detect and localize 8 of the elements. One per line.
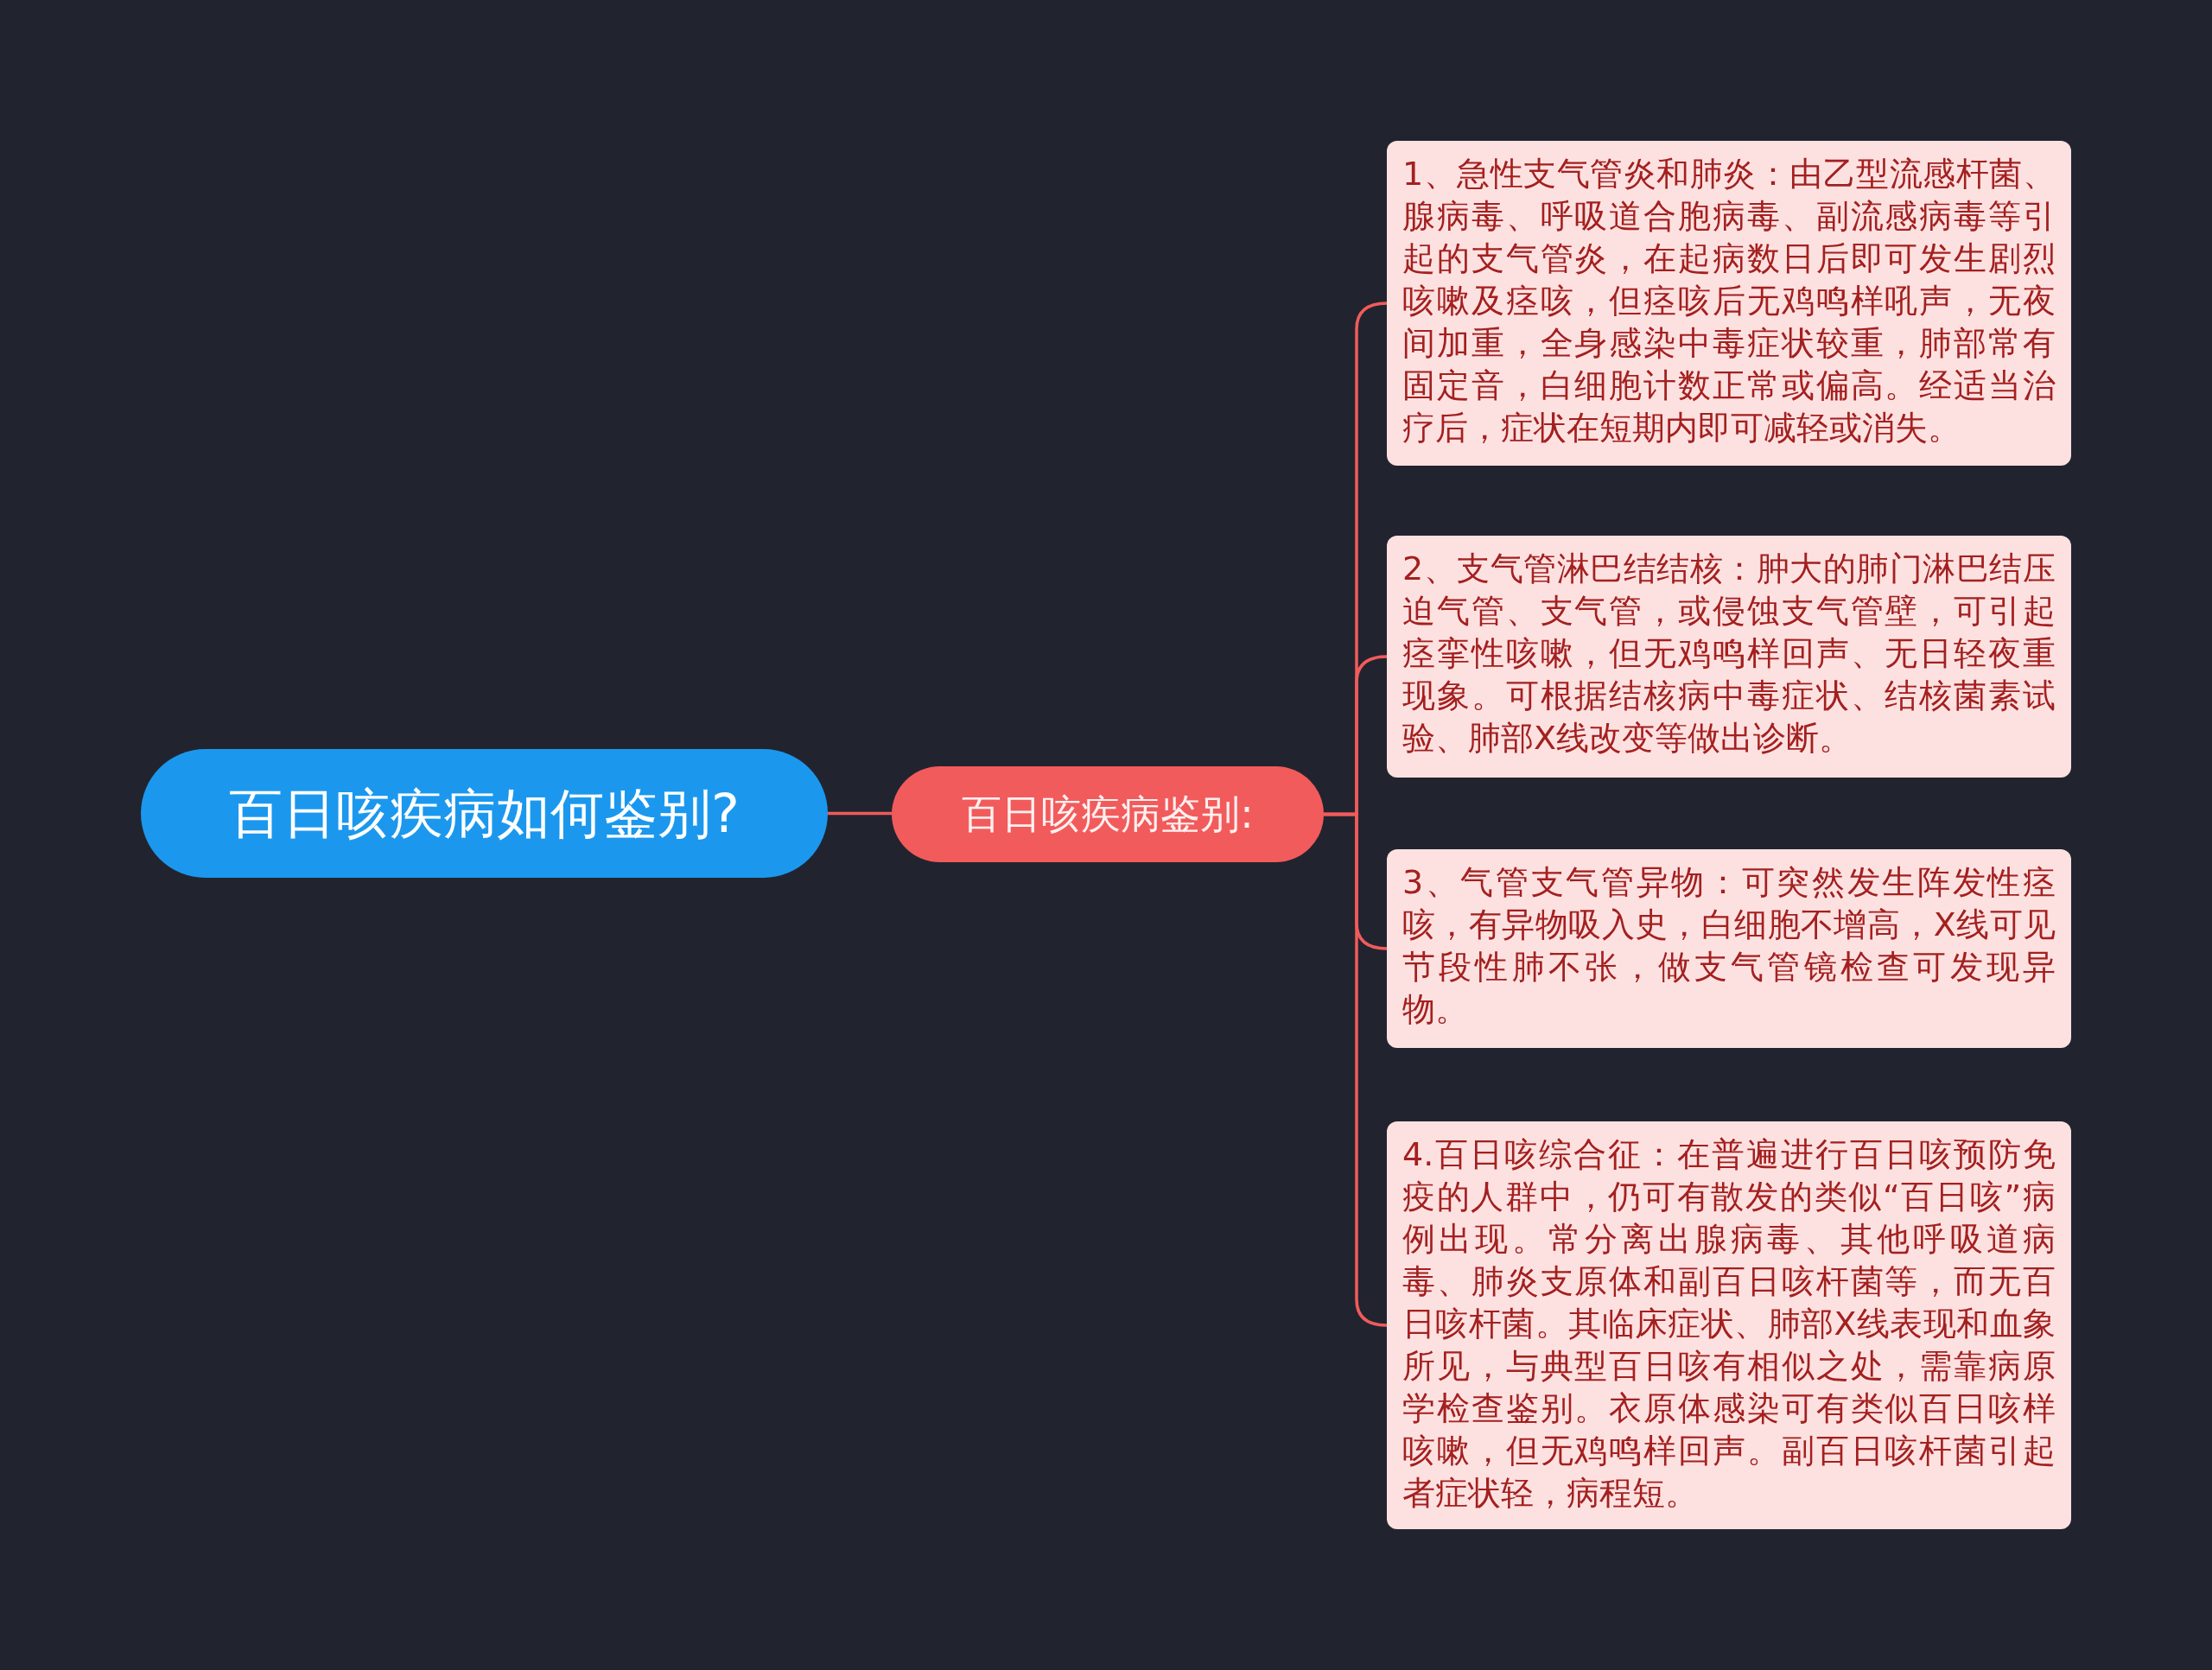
detail-box: 3、气管支气管异物：可突然发生阵发性痉咳，有异物吸入史，白细胞不增高，X线可见节段性肺不张，做支气管镜检查可发现异物。 <box>1387 849 2071 1048</box>
detail-box: 4.百日咳综合征：在普遍进行百日咳预防免疫的人群中，仍可有散发的类似“百日咳”病例出现。常分离出腺病毒、其他呼吸道病毒、肺炎支原体和副百日咳杆菌等，而无百日咳杆菌。其临床症状、肺部X线表现和血象所见，与典型百日咳有相似之处，需靠病原学检查鉴别。衣原体感染可有类似百日咳样咳嗽，但无鸡鸣样回声。副百日咳杆菌引起者症状轻，病程短。 <box>1387 1121 2071 1529</box>
detail-box: 2、支气管淋巴结结核：肿大的肺门淋巴结压迫气管、支气管，或侵蚀支气管壁，可引起痉挛性咳嗽，但无鸡鸣样回声、无日轻夜重现象。可根据结核病中毒症状、结核菌素试验、肺部X线改变等做出诊断。 <box>1387 536 2071 778</box>
branch-topic: 百日咳疾病鉴别: <box>892 766 1324 862</box>
connector-line <box>1324 812 1388 1327</box>
detail-box: 1、急性支气管炎和肺炎：由乙型流感杆菌、腺病毒、呼吸道合胞病毒、副流感病毒等引起的支气管炎，在起病数日后即可发生剧烈咳嗽及痉咳，但痉咳后无鸡鸣样吼声，无夜间加重，全身感染中毒症状较重，肺部常有固定音，白细胞计数正常或偏高。经适当治疗后，症状在短期内即可减轻或消失。 <box>1387 141 2071 466</box>
connector-line <box>828 811 892 816</box>
central-topic: 百日咳疾病如何鉴别? <box>141 749 828 878</box>
